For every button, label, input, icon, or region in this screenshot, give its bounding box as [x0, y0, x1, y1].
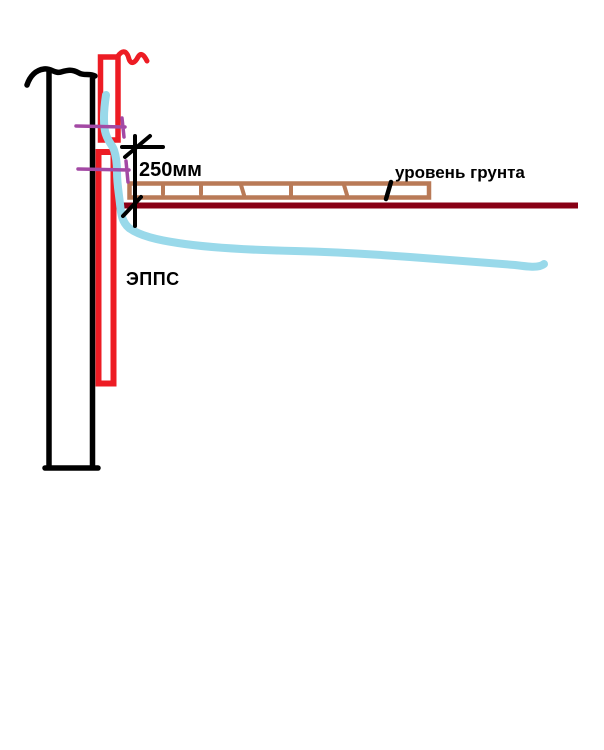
reference-mark-lower [76, 159, 131, 184]
insulation-label: ЭППС [126, 269, 180, 289]
ground-level-pointer [383, 179, 394, 202]
waterproofing-membrane-line [99, 91, 548, 271]
dimension-line-250mm [120, 134, 165, 228]
reference-mark-upper [74, 116, 127, 139]
foundation-wall [24, 66, 101, 471]
ground-level-label: уровень грунта [395, 163, 525, 182]
deck-board-hatch [161, 182, 349, 199]
insulation-lower [95, 149, 117, 387]
insulation-upper-break-line [115, 49, 150, 66]
dimension-label: 250мм [139, 159, 202, 181]
deck-board [127, 181, 432, 200]
